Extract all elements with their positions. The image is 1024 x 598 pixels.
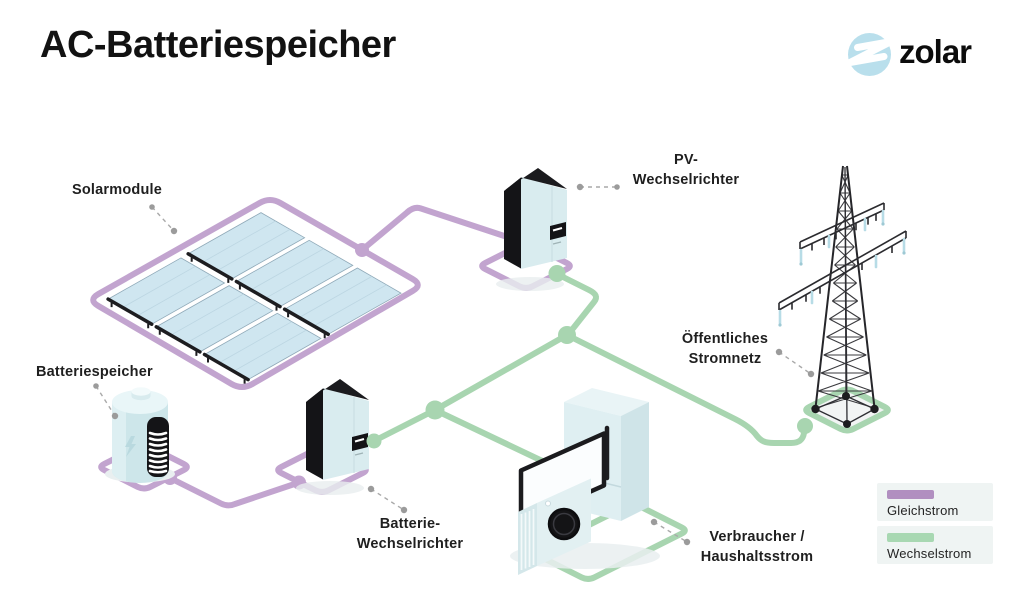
solar-panel-frames	[106, 252, 330, 382]
solar-panel-feet	[110, 257, 326, 384]
battery-inverter-illustration	[296, 379, 369, 495]
solar-panels-illustration	[106, 212, 402, 384]
leader-lines	[95, 186, 812, 543]
washing-machine-icon	[518, 478, 591, 575]
label-solarmodule: Solarmodule	[72, 182, 163, 198]
ac-color-swatch	[887, 533, 934, 542]
power-tower-illustration	[778, 165, 907, 428]
leader-dots	[93, 183, 815, 546]
ac-line-to-battery-inverter	[371, 407, 438, 444]
ac-line-to-grid	[564, 332, 809, 446]
inverter-display	[352, 433, 368, 451]
tower-feet	[811, 392, 879, 428]
inverter-display	[550, 222, 566, 240]
label-pv-wechselrichter: PV- Wechselrichter	[632, 152, 740, 188]
dc-line-solar-to-pv-inverter	[359, 204, 527, 253]
dc-line-battery-to-battery-inverter	[167, 475, 302, 509]
legend-label: Wechselstrom	[887, 546, 972, 561]
lightning-bolt-icon	[125, 436, 136, 457]
label-batterie-wechselrichter: Batterie- Wechselrichter	[356, 516, 464, 552]
ac-junction-nodes	[366, 265, 813, 449]
solar-panel-cell-lines	[122, 220, 387, 372]
legend: Gleichstrom Wechselstrom	[877, 483, 993, 564]
page-title: AC-Batteriespeicher	[40, 24, 396, 66]
household-appliances-illustration	[510, 388, 660, 575]
label-batteriespeicher: Batteriespeicher	[36, 364, 153, 380]
pv-inverter-illustration	[496, 168, 567, 291]
dc-color-swatch	[887, 490, 934, 499]
label-verbraucher-haushaltsstrom: Verbraucher / Haushaltsstrom	[700, 529, 814, 565]
zolar-logo-icon	[846, 33, 895, 76]
label-oeffentliches-stromnetz: Öffentliches Stromnetz	[681, 331, 769, 367]
ac-line-junction-diagonal	[432, 332, 570, 413]
legend-item-gleichstrom: Gleichstrom	[877, 483, 993, 521]
battery-illustration	[105, 387, 175, 483]
zolar-wordmark: zolar	[899, 33, 972, 70]
legend-label: Gleichstrom	[887, 503, 959, 518]
legend-item-wechselstrom: Wechselstrom	[877, 526, 993, 564]
